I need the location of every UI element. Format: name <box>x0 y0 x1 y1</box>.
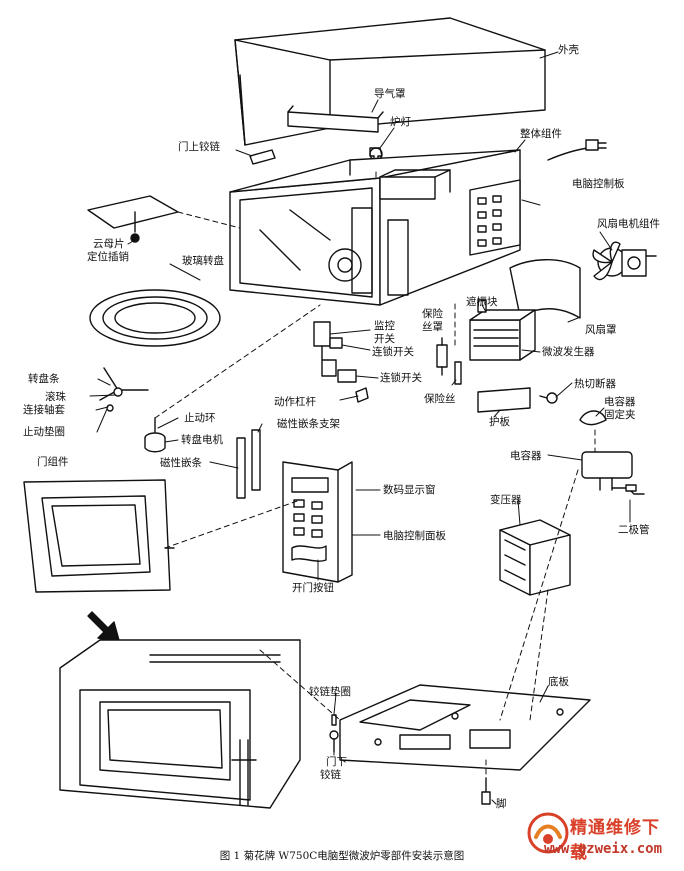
label-fuse: 保险丝 <box>424 393 456 405</box>
label-control-panel: 电脑控制面板 <box>383 530 446 542</box>
label-diode: 二极管 <box>618 524 650 536</box>
chassis-part <box>229 149 521 306</box>
label-interlock-switch-1: 连锁开关 <box>372 346 414 358</box>
label-magnetron: 微波发生器 <box>542 346 595 358</box>
switch-assembly-part <box>313 321 357 383</box>
capacitor-part <box>581 451 645 495</box>
label-interlock-switch-2: 连锁开关 <box>380 372 422 384</box>
control-panel-part <box>282 461 353 583</box>
power-cord-part <box>547 139 607 161</box>
label-outer-shell: 外壳 <box>558 44 579 56</box>
label-whole-assembly: 整体组件 <box>520 128 562 140</box>
label-lamp: 炉灯 <box>390 116 411 128</box>
label-capacitor-clip-1: 电容器 <box>604 396 636 408</box>
label-magnet-strip: 磁性嵌条 <box>160 457 202 469</box>
label-roller: 滚珠 <box>45 391 66 403</box>
label-foot: 脚 <box>496 798 507 810</box>
label-mica-1: 云母片 <box>93 238 125 250</box>
tray-bar-part <box>99 367 149 412</box>
guard-plate-part <box>477 387 531 413</box>
watermark-logo: 精通维修下载 www.gzweix.com <box>526 811 676 863</box>
label-transformer: 变压器 <box>490 494 522 506</box>
label-monitor-switch-2: 开关 <box>374 333 395 345</box>
label-tray-motor: 转盘电机 <box>181 434 223 446</box>
figure-caption: 图 1 菊花牌 W750C电脑型微波炉零部件安装示意图 <box>219 850 465 862</box>
lower-hinge-part <box>329 714 339 753</box>
label-monitor-switch-1: 监控 <box>374 320 395 332</box>
arrow-icon <box>87 611 121 645</box>
label-fuse-cover-1: 保险 <box>422 308 443 320</box>
label-shaft-sleeve: 连接轴套 <box>23 404 65 416</box>
label-hinge-washer: 铰链垫圈 <box>309 686 351 698</box>
fan-motor-part <box>592 241 657 281</box>
label-air-guide: 导气罩 <box>374 88 406 100</box>
label-capacitor: 电容器 <box>510 450 542 462</box>
action-lever-part <box>355 387 369 403</box>
watermark-seal-icon <box>527 812 569 854</box>
label-magnet-bracket: 磁性嵌条支架 <box>277 418 340 430</box>
label-action-lever: 动作杠杆 <box>274 396 316 408</box>
label-guard-plate: 护板 <box>489 416 510 428</box>
label-stop-ring: 止动环 <box>184 412 216 424</box>
label-lower-hinge-2: 铰链 <box>320 769 341 781</box>
label-door-assembly: 门组件 <box>37 456 69 468</box>
watermark-title: 精通维修下载 <box>570 818 660 863</box>
label-lower-hinge-1: 门下 <box>326 756 347 768</box>
label-base-plate: 底板 <box>548 676 569 688</box>
assembly-guide-lines <box>154 171 596 779</box>
transformer-part <box>499 519 571 596</box>
tray-motor-part <box>144 417 166 453</box>
label-mica-2: 定位插销 <box>87 251 129 263</box>
label-digital-display: 数码显示窗 <box>383 484 436 496</box>
label-tray-bar: 转盘条 <box>28 373 60 385</box>
magnet-strip-part <box>236 429 261 499</box>
fan-cover-part <box>509 259 581 319</box>
label-door-hinge-upper: 门上铰链 <box>178 141 220 153</box>
label-capacitor-clip-2: 固定夹 <box>604 409 636 421</box>
leader-lines <box>89 51 631 805</box>
watermark-url: www.gzweix.com <box>544 841 663 857</box>
base-plate-part <box>339 684 591 771</box>
label-thermal-cutoff: 热切断器 <box>574 378 616 390</box>
door-installation-part <box>59 639 301 809</box>
label-fan-motor: 风扇电机组件 <box>597 218 660 230</box>
glass-tray-part <box>89 289 221 347</box>
air-guide-part <box>287 105 384 133</box>
label-glass-tray: 玻璃转盘 <box>182 255 224 267</box>
label-stop-washer: 止动垫圈 <box>23 426 65 438</box>
thermal-cutoff-part <box>539 392 558 404</box>
label-fan-cover: 风扇罩 <box>585 324 617 336</box>
label-fuse-cover-2: 丝罩 <box>422 321 443 333</box>
label-control-board: 电脑控制板 <box>572 178 625 190</box>
door-assembly-part <box>23 479 175 593</box>
fuse-part <box>436 337 462 385</box>
mica-sheet-part <box>87 195 241 243</box>
label-shield-block: 遮振块 <box>466 296 498 308</box>
foot-part <box>481 777 491 805</box>
label-door-button: 开门按钮 <box>292 582 334 594</box>
capacitor-clip-part <box>579 410 607 426</box>
upper-hinge-part <box>249 149 276 165</box>
